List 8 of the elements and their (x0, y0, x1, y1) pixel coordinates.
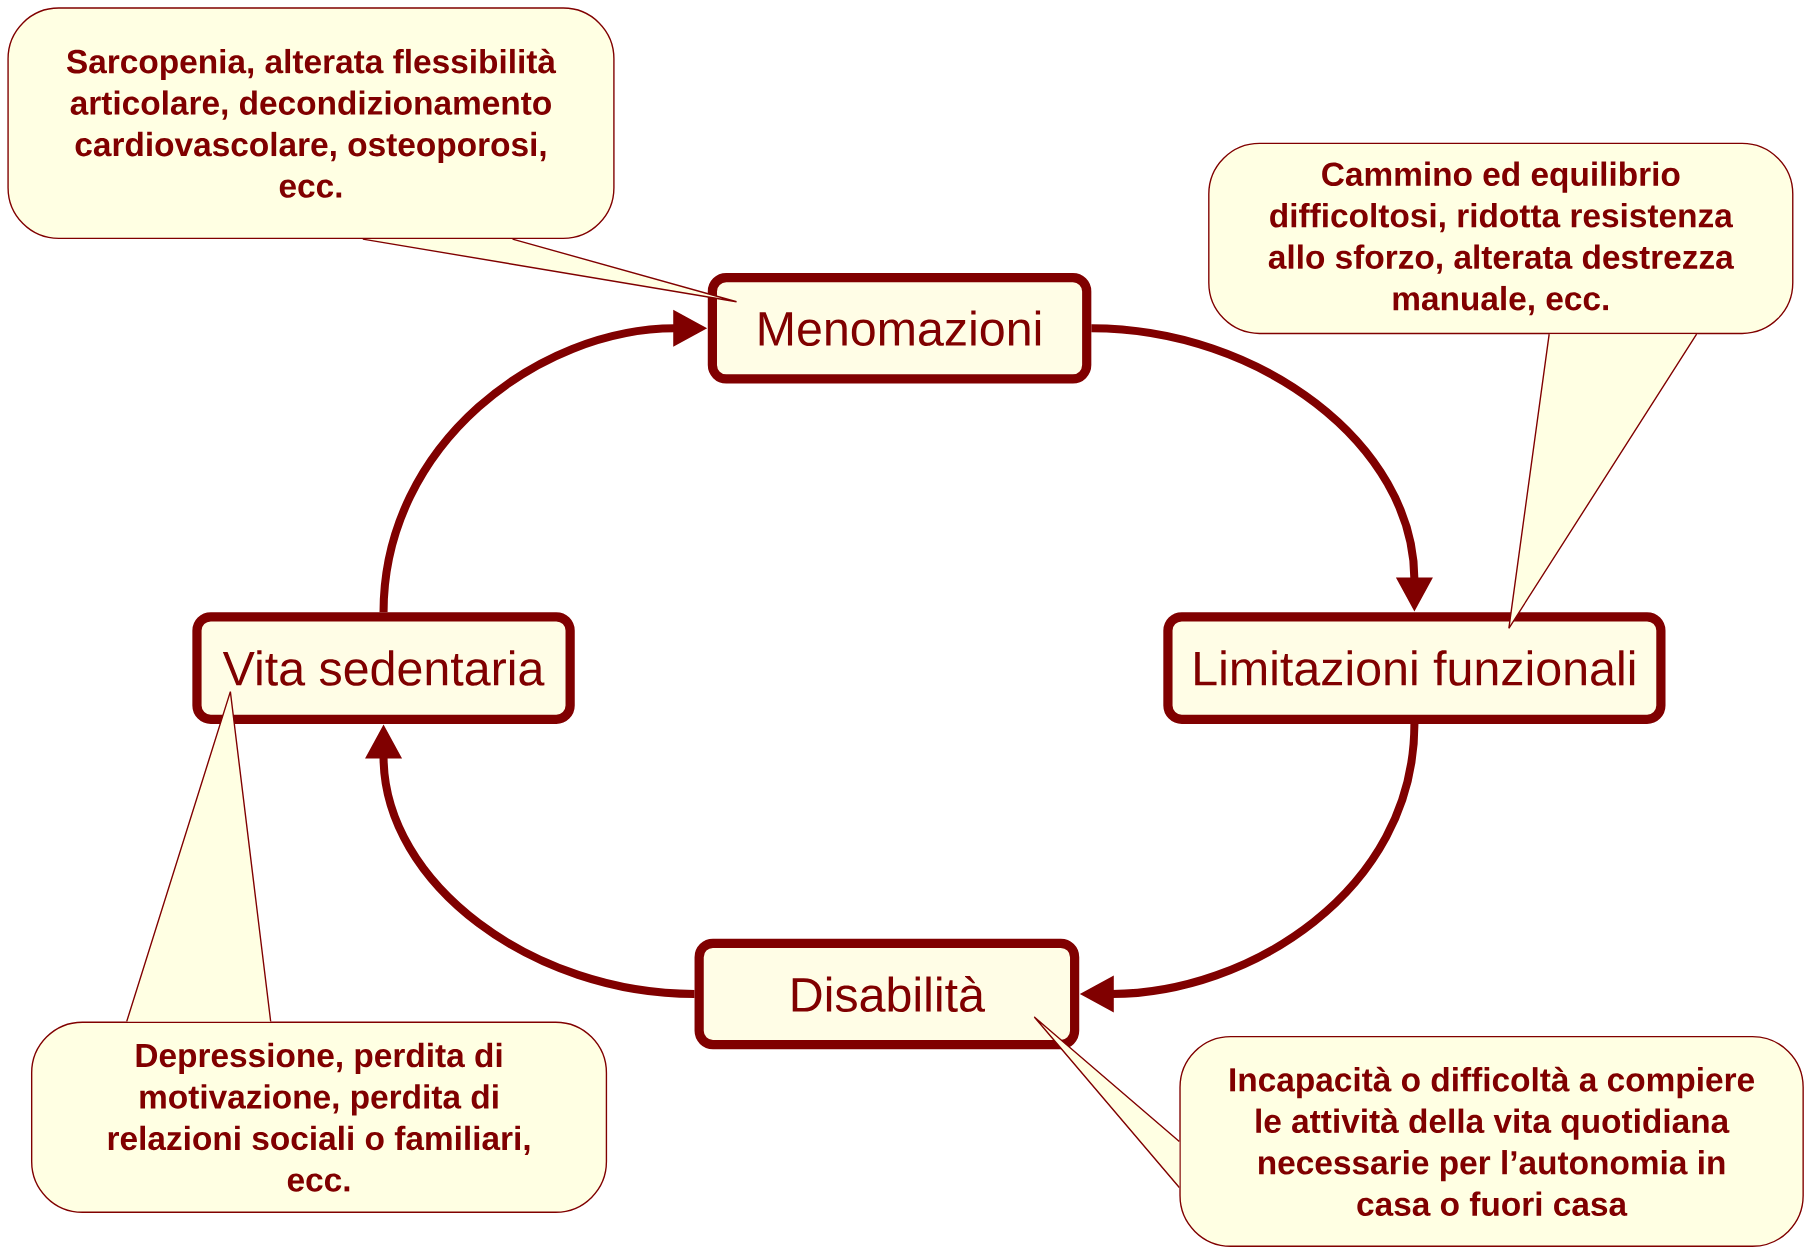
process-box: Limitazioni funzionali (1163, 612, 1666, 725)
callout-tail (126, 691, 272, 1023)
callout-tail (1508, 333, 1698, 630)
callout-tail (1033, 1016, 1180, 1189)
process-box: Vita sedentaria (192, 612, 575, 725)
process-box: Disabilità (694, 938, 1080, 1050)
process-box: Menomazioni (707, 273, 1092, 384)
callout-tail (362, 238, 738, 303)
